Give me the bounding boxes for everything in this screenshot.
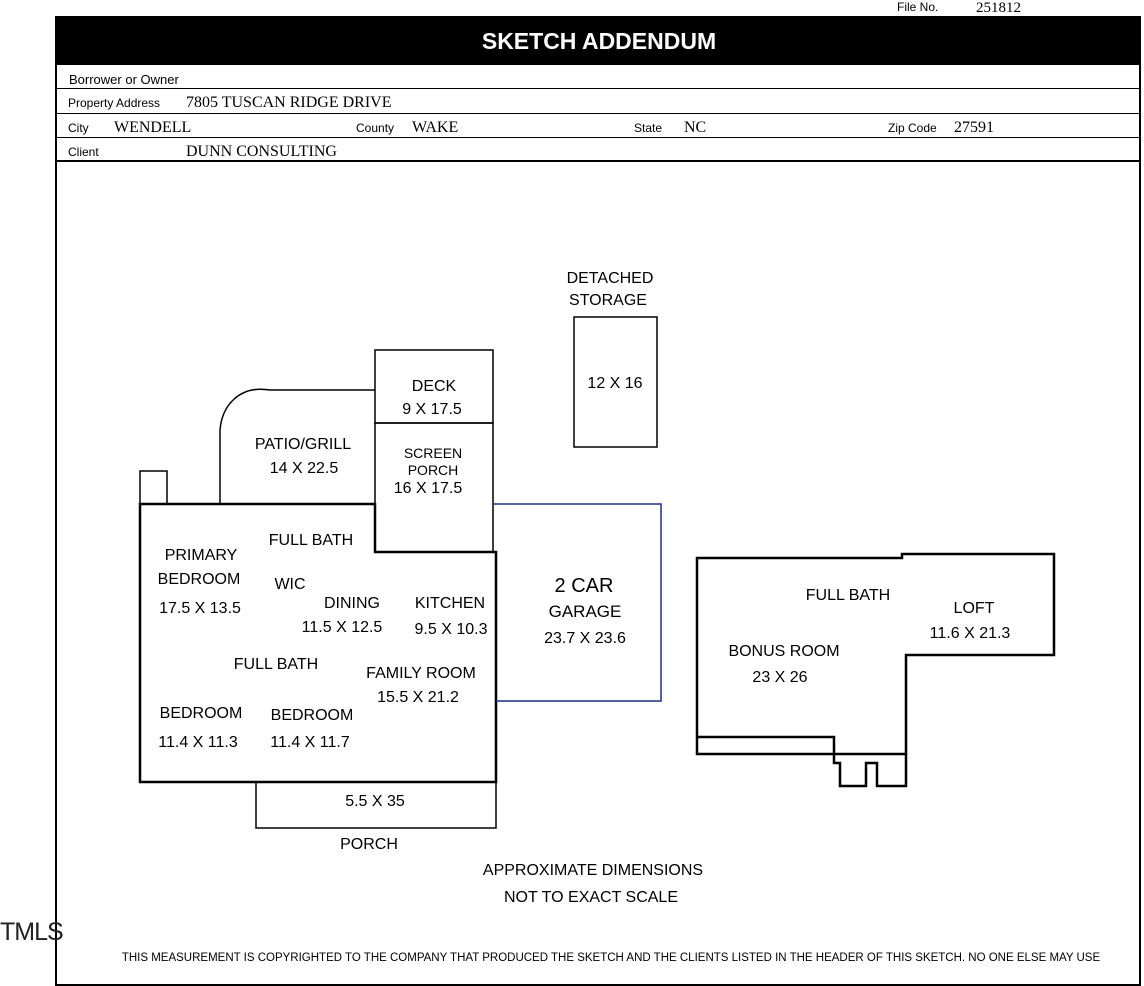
bedroom-a-label: BEDROOM (160, 705, 243, 722)
borrower-label: Borrower or Owner (69, 72, 179, 87)
client-row: Client DUNN CONSULTING (57, 138, 1141, 162)
upper-level-outline (695, 552, 1056, 756)
screen-porch-label-2: PORCH (408, 462, 459, 478)
primary-bedroom-dim: 17.5 X 13.5 (159, 600, 241, 617)
bonus-room-label: BONUS ROOM (728, 643, 839, 660)
kitchen-dim: 9.5 X 10.3 (415, 621, 488, 638)
client-value: DUNN CONSULTING (186, 143, 337, 160)
porch-label: PORCH (340, 836, 398, 853)
loft-dim: 11.6 X 21.3 (930, 625, 1011, 642)
bedroom-b-dim: 11.4 X 11.7 (270, 734, 350, 751)
bedroom-b-label: BEDROOM (271, 707, 354, 724)
mls-watermark: TMLS (0, 918, 64, 946)
main-house-outline (138, 502, 498, 784)
bedroom-a-dim: 11.4 X 11.3 (158, 734, 238, 751)
garage-dim: 23.7 X 23.6 (544, 630, 626, 647)
screen-porch-dim: 16 X 17.5 (394, 480, 463, 497)
city-label: City (68, 121, 89, 135)
county-label: County (356, 121, 395, 135)
patio-label: PATIO/GRILL (255, 436, 351, 453)
note-line-1: APPROXIMATE DIMENSIONS (483, 862, 703, 879)
zip-value: 27591 (954, 119, 994, 136)
detached-storage-label-2: STORAGE (569, 292, 647, 309)
bonus-room-dim: 23 X 26 (752, 669, 807, 686)
deck-label: DECK (412, 378, 457, 395)
state-label: State (634, 121, 663, 135)
dining-label: DINING (324, 595, 380, 612)
address-value: 7805 TUSCAN RIDGE DRIVE (186, 94, 392, 111)
garage-label-1: 2 CAR (555, 575, 614, 597)
primary-bedroom-label-2: BEDROOM (158, 571, 241, 588)
chimney-outline (139, 470, 168, 505)
upper-level-bump (697, 735, 908, 788)
file-no-value: 251812 (976, 0, 1021, 16)
primary-bedroom-label-1: PRIMARY (165, 547, 238, 564)
porch-dim: 5.5 X 35 (345, 793, 405, 810)
dining-dim: 11.5 X 12.5 (302, 619, 383, 636)
garage-label-2: GARAGE (549, 602, 622, 621)
borrower-row: Borrower or Owner (57, 65, 1141, 89)
family-room-label: FAMILY ROOM (366, 665, 476, 682)
screen-porch-label-1: SCREEN (404, 445, 462, 461)
state-value: NC (684, 119, 707, 136)
deck-dim: 9 X 17.5 (402, 401, 462, 418)
copyright-notice: THIS MEASUREMENT IS COPYRIGHTED TO THE C… (122, 952, 1101, 964)
full-bath-top-label: FULL BATH (269, 532, 353, 549)
city-row: City WENDELL County WAKE State NC Zip Co… (57, 114, 1141, 138)
county-value: WAKE (412, 119, 459, 136)
address-label: Property Address (68, 96, 161, 110)
city-value: WENDELL (114, 119, 192, 136)
garage-outline (493, 503, 662, 702)
client-label: Client (68, 145, 99, 159)
detached-storage-outline (573, 316, 658, 448)
address-row: Property Address 7805 TUSCAN RIDGE DRIVE (57, 89, 1141, 114)
full-bath-mid-label: FULL BATH (234, 656, 318, 673)
zip-label: Zip Code (888, 121, 937, 135)
file-no-label: File No. (897, 0, 939, 14)
detached-storage-label-1: DETACHED (567, 270, 654, 287)
page-title: SKETCH ADDENDUM (57, 17, 1141, 65)
wic-label: WIC (274, 576, 305, 593)
kitchen-label: KITCHEN (415, 595, 485, 612)
patio-dim: 14 X 22.5 (270, 460, 339, 477)
detached-storage-dim: 12 X 16 (587, 375, 642, 392)
family-room-dim: 15.5 X 21.2 (377, 689, 459, 706)
patio-outline (219, 388, 375, 503)
note-line-2: NOT TO EXACT SCALE (504, 889, 678, 906)
loft-label: LOFT (954, 600, 995, 617)
upper-full-bath-label: FULL BATH (806, 587, 890, 604)
